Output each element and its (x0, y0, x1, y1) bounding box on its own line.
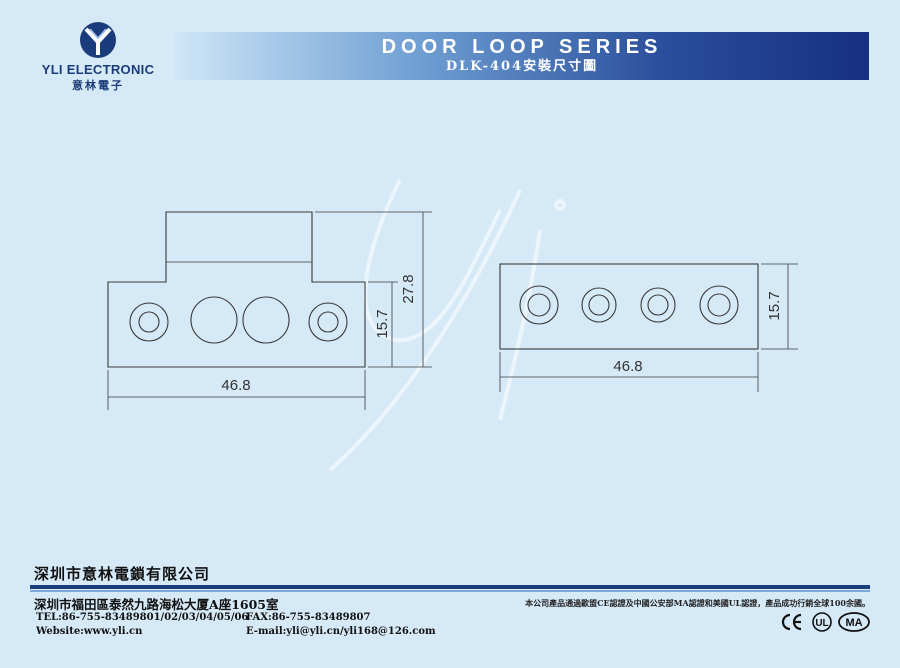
right-hole-1-inner (527, 293, 551, 317)
right-hole-2-inner (588, 294, 610, 316)
page-subtitle: DLK-404安裝尺寸圖 (445, 59, 599, 74)
company-address: 深圳市福田區泰然九路海松大厦A座1605室 (34, 597, 279, 612)
yli-logo-icon (80, 22, 116, 58)
ul-mark-icon: UL (812, 612, 832, 632)
left-hole-3 (242, 296, 290, 344)
right-view-outline (499, 263, 759, 350)
company-logo: YLI ELECTRONIC 意林電子 (28, 20, 168, 93)
left-hole-4-outer (308, 302, 348, 342)
right-hole-1-outer (519, 285, 559, 325)
fax: FAX:86-755-83489807 (246, 612, 371, 623)
brand-name-cn: 意林電子 (72, 80, 124, 92)
brand-name-en: YLI ELECTRONIC (41, 62, 155, 77)
footer-divider-light (30, 590, 870, 592)
ce-mark-icon (781, 613, 802, 631)
right-hole-2-outer (581, 287, 617, 323)
email-link[interactable]: E-mail:yli@yli.cn/yli168@126.com (246, 626, 436, 637)
right-hole-4-inner (707, 293, 731, 317)
left-view-outline (107, 211, 366, 368)
left-total-height-label: 27.8 (400, 274, 417, 303)
left-view (107, 211, 432, 410)
left-hole-1-inner (138, 311, 160, 333)
right-view (499, 263, 798, 392)
title-banner: DOOR LOOP SERIES DLK-404安裝尺寸圖 (175, 32, 869, 80)
left-hole-4-inner (317, 311, 339, 333)
certification-marks: UL MA (781, 612, 870, 632)
installation-drawing: 46.8 15.7 27.8 46.8 15.7 (107, 179, 798, 472)
right-width-label: 46.8 (613, 358, 642, 375)
svg-text:MA: MA (845, 617, 862, 629)
telephone: TEL:86-755-83489801/02/03/04/05/06 (36, 612, 249, 623)
svg-text:UL: UL (815, 618, 828, 629)
left-width-label: 46.8 (221, 377, 250, 394)
left-hole-1-outer (129, 302, 169, 342)
right-hole-3-inner (647, 294, 669, 316)
right-hole-3-outer (640, 287, 676, 323)
left-hole-2 (190, 296, 238, 344)
footer-divider (30, 585, 870, 589)
ma-mark-icon: MA (838, 612, 870, 632)
page-title: DOOR LOOP SERIES (381, 36, 663, 58)
right-height-label: 15.7 (766, 291, 783, 320)
yli-watermark (328, 179, 566, 472)
left-body-height-label: 15.7 (374, 309, 391, 338)
certification-note: 本公司產品通過歐盟CE認證及中國公安部MA認證和美國UL認證，產品成功行銷全球1… (525, 598, 870, 608)
website-link[interactable]: Website:www.yli.cn (36, 626, 143, 637)
right-hole-4-outer (699, 285, 739, 325)
company-name: 深圳市意林電鎖有限公司 (34, 566, 211, 583)
